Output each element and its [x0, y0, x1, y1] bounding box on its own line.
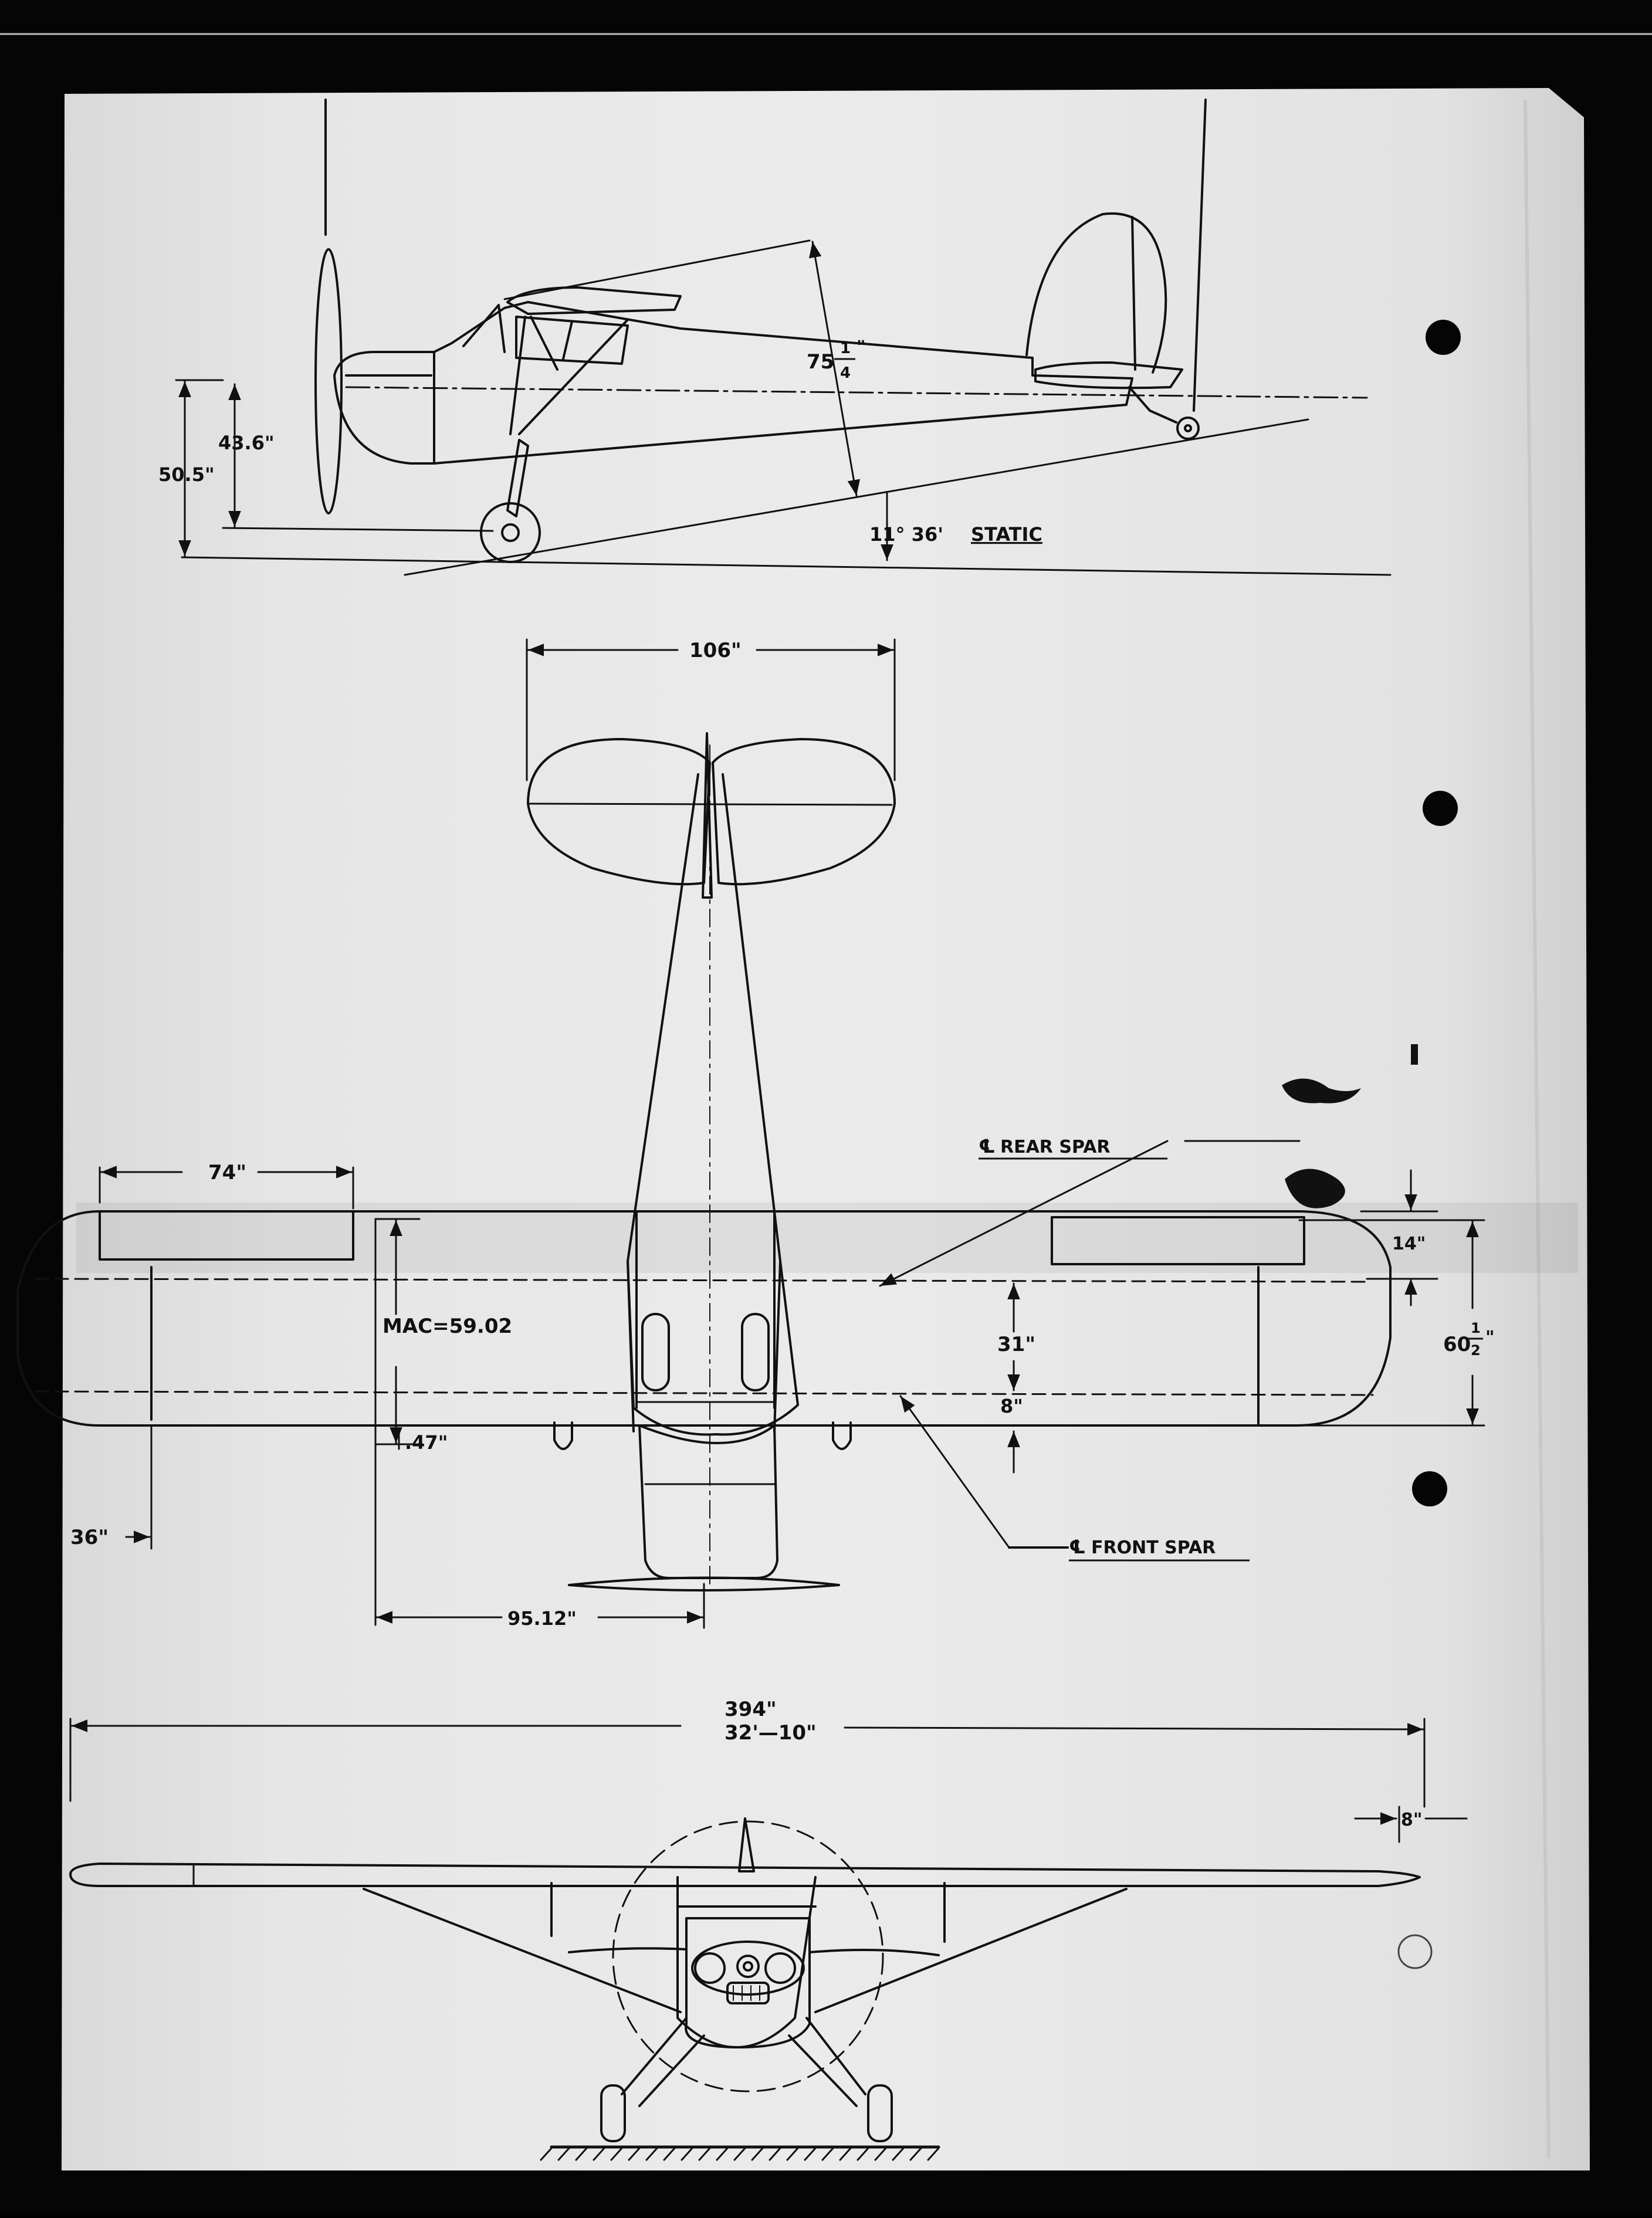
- label-dim-43: 43.6": [218, 432, 275, 454]
- binder-hole: [1412, 1471, 1447, 1506]
- right-aileron: [1051, 1216, 1305, 1265]
- label-front-spar: FRONT SPAR: [1091, 1538, 1216, 1558]
- label-stab-span: 106": [689, 639, 742, 662]
- label-span-feet: 32'—10": [725, 1721, 817, 1745]
- binder-hole: [1423, 791, 1458, 826]
- label-mac: MAC=59.02: [382, 1315, 512, 1338]
- top-view: [16, 638, 1485, 1629]
- label-chord-unit-top: ": [1485, 1328, 1495, 1348]
- propeller-top: [568, 1576, 840, 1591]
- label-rear-spar-cl: ℄: [979, 1135, 996, 1157]
- label-dim-31: 31": [997, 1333, 1035, 1356]
- cabin-window-right: [741, 1313, 770, 1391]
- label-chord-frac-den-top: 2: [1471, 1342, 1481, 1359]
- paper-sheet: [62, 88, 1590, 2170]
- cowling: [333, 351, 435, 465]
- label-dihedral: 8": [1401, 1810, 1423, 1830]
- binder-hole: [1426, 320, 1461, 355]
- label-chord-frac-num-top: 1: [1471, 1320, 1481, 1336]
- paper-fold: [1524, 99, 1551, 2159]
- label-static: STATIC: [971, 523, 1042, 546]
- wing-front: [69, 1863, 1421, 1887]
- label-dim-95: 95.12": [507, 1607, 577, 1630]
- ink-blot: [1285, 1169, 1345, 1208]
- main-wheel-right: [867, 2084, 893, 2142]
- label-front-spar-cl: ℄: [1069, 1536, 1086, 1558]
- left-aileron: [99, 1210, 354, 1261]
- label-chord-unit: ": [857, 337, 866, 358]
- label-dim-8: 8": [1000, 1395, 1023, 1417]
- label-rear-spar: REAR SPAR: [1000, 1137, 1111, 1157]
- tail-wheel: [1176, 416, 1200, 440]
- label-span-inches: 394": [725, 1698, 777, 1721]
- label-static-angle: 11° 36': [869, 523, 943, 546]
- wing-planform: [16, 1210, 1392, 1427]
- right-stabilizer: [712, 738, 896, 886]
- side-view: [175, 99, 1392, 576]
- label-dim-47: .47": [405, 1431, 448, 1454]
- label-dim-36: 36": [70, 1526, 109, 1549]
- propeller: [314, 248, 343, 514]
- cowl-face: [691, 1941, 805, 1996]
- cabin-window-left: [641, 1313, 670, 1391]
- horizontal-tail: [1034, 361, 1183, 390]
- label-chord-frac-den: 4: [840, 364, 851, 382]
- ink-mark: [1411, 1044, 1418, 1065]
- label-chord-whole: 75: [807, 350, 834, 374]
- label-dim-50: 50.5": [158, 463, 215, 486]
- label-aileron: 74": [208, 1161, 246, 1184]
- ink-blot: [1282, 1078, 1361, 1103]
- rear-spar-line: [34, 1278, 1368, 1283]
- label-chord-whole-top: 60: [1443, 1333, 1471, 1356]
- front-spar-line: [34, 1390, 1374, 1396]
- label-dim-14: 14": [1392, 1234, 1426, 1254]
- binder-hole-outline: [1397, 1934, 1433, 1969]
- main-wheel-left: [600, 2084, 626, 2142]
- label-chord-frac-num: 1: [840, 340, 851, 357]
- paper-shadow-band: [76, 1203, 1578, 1273]
- front-view: [69, 1718, 1468, 2161]
- propeller-disc: [612, 1820, 884, 2092]
